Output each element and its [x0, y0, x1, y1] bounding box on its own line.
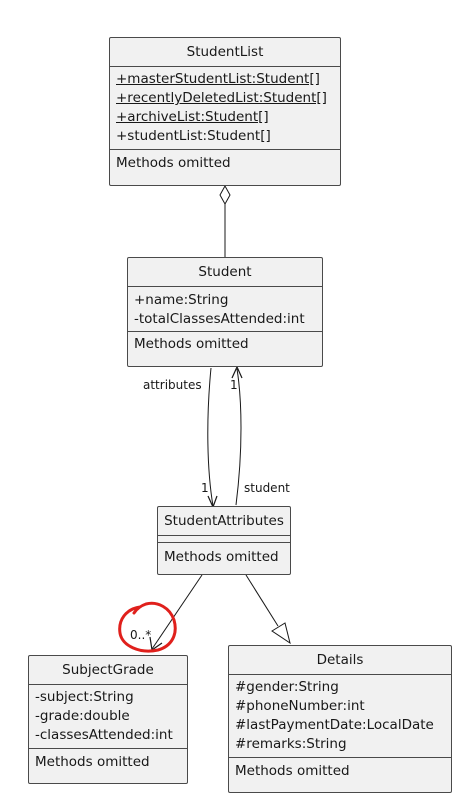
aggregation-diamond-icon — [219, 184, 231, 206]
methods-text: Methods omitted — [35, 754, 150, 770]
attributes-role-label: attributes — [143, 378, 202, 392]
methods-section: Methods omitted — [29, 748, 187, 774]
subject-grade-multiplicity-label: 0..* — [130, 628, 152, 642]
attribute: +archiveList:Student[] — [116, 109, 269, 125]
attribute: +name:String — [134, 292, 229, 308]
annotation-circle — [118, 601, 177, 653]
attribute: -totalClassesAttended:int — [134, 311, 305, 327]
attribute: #phoneNumber:int — [235, 698, 365, 714]
methods-text: Methods omitted — [116, 155, 231, 171]
attributes-section: -subject:String -grade:double -classesAt… — [29, 684, 187, 748]
class-student-list[interactable]: StudentList +masterStudentList:Student[]… — [109, 37, 341, 186]
generalization-triangle-icon — [271, 622, 291, 645]
attribute: +studentList:Student[] — [116, 128, 271, 144]
attributes-section: +masterStudentList:Student[] +recentlyDe… — [110, 66, 340, 149]
class-name: StudentList — [186, 44, 264, 60]
generalization-line — [245, 574, 279, 627]
attributes-association-line — [207, 367, 214, 507]
student-multiplicity-label: 1 — [230, 378, 238, 392]
student-association-line — [235, 368, 242, 506]
attribute: -subject:String — [35, 689, 134, 705]
attribute: #lastPaymentDate:LocalDate — [235, 717, 434, 733]
attribute: -grade:double — [35, 708, 130, 724]
attributes-section — [158, 535, 290, 542]
class-name: Student — [198, 264, 252, 280]
attributes-section: +name:String -totalClassesAttended:int — [128, 286, 322, 331]
class-name: SubjectGrade — [62, 662, 154, 678]
class-details[interactable]: Details #gender:String #phoneNumber:int … — [228, 645, 452, 793]
attribute: #remarks:String — [235, 736, 347, 752]
attributes-multiplicity-label: 1 — [201, 481, 209, 495]
attributes-section: #gender:String #phoneNumber:int #lastPay… — [229, 674, 451, 757]
attribute: -classesAttended:int — [35, 727, 173, 743]
subject-grade-association-line — [151, 574, 203, 650]
class-student-attributes[interactable]: StudentAttributes Methods omitted — [157, 506, 291, 575]
attribute: +masterStudentList:Student[] — [116, 71, 320, 87]
methods-text: Methods omitted — [134, 336, 249, 352]
methods-text: Methods omitted — [235, 763, 350, 779]
methods-section: Methods omitted — [229, 757, 451, 783]
class-student[interactable]: Student +name:String -totalClassesAttend… — [127, 257, 323, 367]
class-subject-grade[interactable]: SubjectGrade -subject:String -grade:doub… — [28, 655, 188, 784]
class-name: Details — [316, 652, 364, 668]
methods-section: Methods omitted — [110, 149, 340, 175]
methods-section: Methods omitted — [158, 542, 290, 569]
student-role-label: student — [244, 481, 290, 495]
student-arrowhead-icon — [231, 365, 243, 379]
methods-text: Methods omitted — [164, 549, 279, 565]
attribute: +recentlyDeletedList:Student[] — [116, 90, 327, 106]
attribute: #gender:String — [235, 679, 339, 695]
class-name: StudentAttributes — [164, 513, 284, 529]
methods-section: Methods omitted — [128, 331, 322, 356]
